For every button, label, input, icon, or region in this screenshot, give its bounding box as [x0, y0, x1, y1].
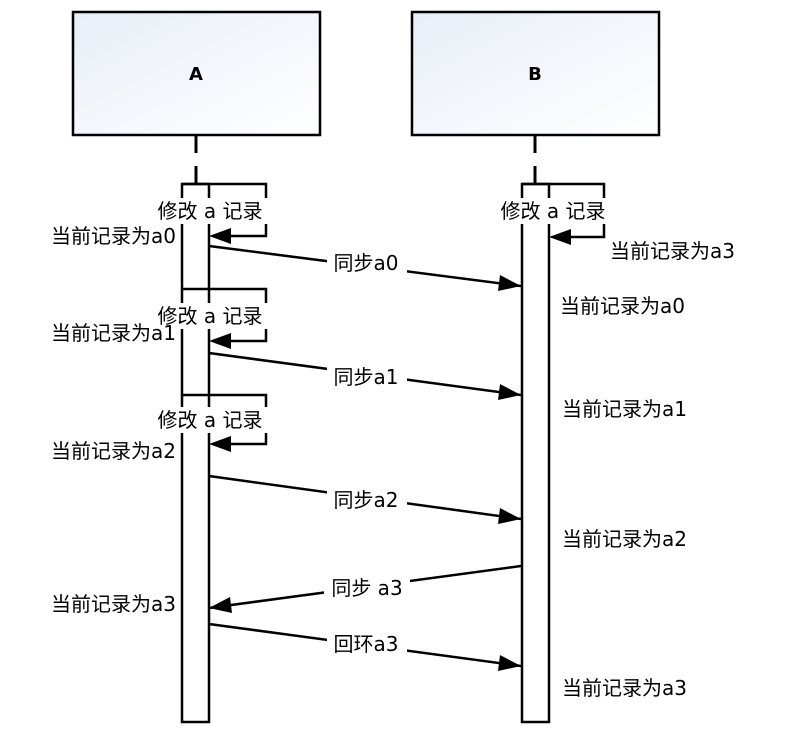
state-label-a-1: 当前记录为a1: [51, 321, 176, 345]
actor-b: B: [410, 10, 661, 137]
message-arrowhead-icon: [209, 597, 232, 613]
self-message-label: 修改 a 记录: [158, 199, 263, 223]
message-label: 同步a0: [334, 251, 399, 275]
message-label: 同步 a3: [331, 576, 402, 600]
activation-bar-a: [180, 182, 211, 724]
state-label-a-2: 当前记录为a2: [51, 439, 176, 463]
state-label-b-1: 当前记录为a0: [560, 294, 685, 318]
actor-box-b: [410, 10, 661, 137]
actor-label-a: A: [189, 64, 203, 85]
self-message-label-bg: [149, 407, 271, 433]
message-label-bg: [324, 575, 410, 600]
message-arrowhead-icon: [498, 508, 521, 524]
self-message-label-bg: [149, 198, 271, 224]
message-arrowhead-icon: [498, 655, 521, 671]
activation-bar-b: [520, 182, 551, 724]
self-message-label: 修改 a 记录: [158, 408, 263, 432]
self-message-label: 修改 a 记录: [501, 199, 606, 223]
message-label: 同步a1: [334, 365, 399, 389]
actor-label-b: B: [528, 64, 542, 85]
self-message-label-bg: [149, 303, 271, 329]
message-label: 回环a3: [334, 632, 399, 656]
message-arrowhead-icon: [498, 384, 521, 400]
state-label-a-3: 当前记录为a3: [51, 592, 176, 616]
message-label-bg: [327, 487, 407, 512]
message-label: 同步a2: [334, 488, 399, 512]
state-label-b-3: 当前记录为a2: [562, 527, 687, 551]
message-label-bg: [327, 364, 407, 389]
actor-box-a: [71, 10, 322, 137]
self-message-label: 修改 a 记录: [158, 304, 263, 328]
self-message-arrowhead-icon: [209, 333, 231, 349]
self-message-arrowhead-icon: [209, 228, 231, 244]
self-message-arrowhead-icon: [209, 436, 231, 452]
self-message-arrowhead-icon: [549, 229, 571, 245]
state-label-b-4: 当前记录为a3: [562, 676, 687, 700]
message-label-bg: [327, 250, 407, 275]
state-label-a-0: 当前记录为a0: [51, 224, 176, 248]
self-message-label-bg: [492, 198, 614, 224]
message-label-bg: [327, 631, 407, 656]
message-arrowhead-icon: [498, 275, 521, 291]
state-label-b-2: 当前记录为a1: [562, 397, 687, 421]
actor-a: A: [71, 10, 322, 137]
state-label-b-0: 当前记录为a3: [610, 239, 735, 263]
